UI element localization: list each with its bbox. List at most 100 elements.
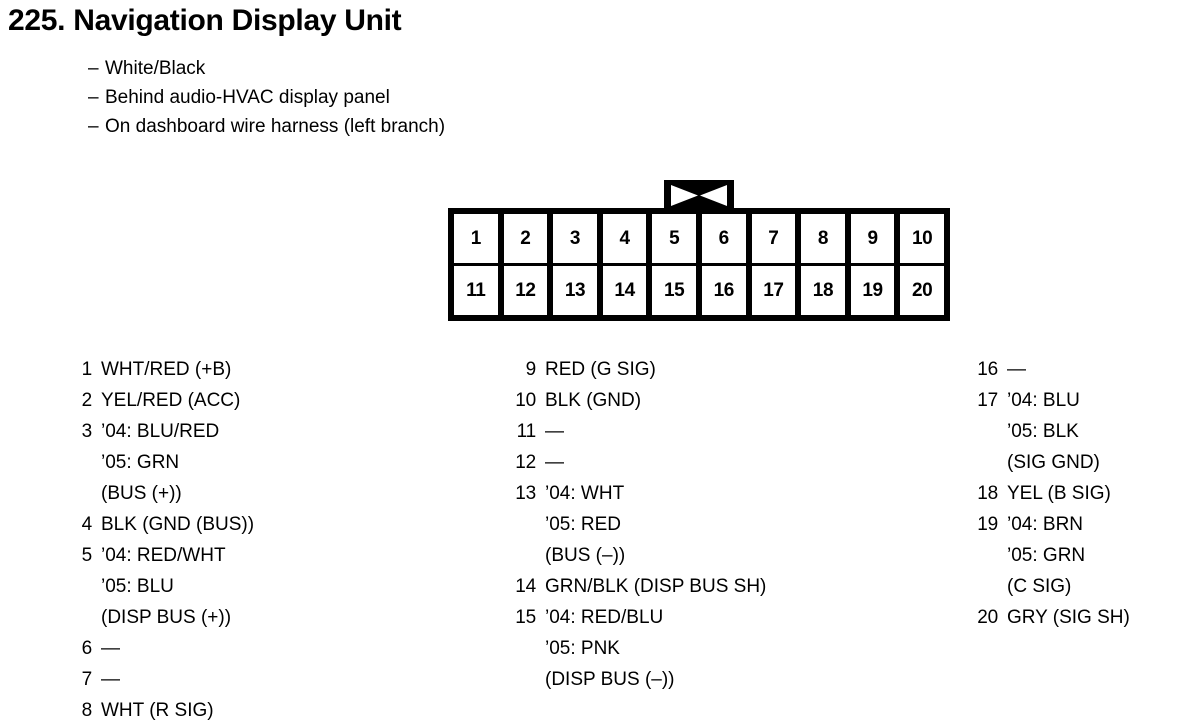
pin-description: ’05: BLU [101,576,174,597]
subtitle-text: On dashboard wire harness (left branch) [105,116,446,137]
connector-pin-2: 2 [503,214,548,263]
connector-pin-5: 5 [652,214,696,263]
pin-legend-entry-16: 16— [968,354,1130,385]
subtitle-item: –White/Black [88,54,445,83]
pin-description: ’04: BLU [1007,390,1080,411]
pin-description: — [1007,359,1026,380]
pin-legend-entry-5: 5 ’04: RED/WHT 5’05: BLU5(DISP BUS (+)) [62,540,254,633]
pin-legend-line: 10 BLK (GND) [506,385,766,416]
pin-legend-line: 5 ’04: RED/WHT [62,540,254,571]
connector-pin-19: 19 [850,266,895,315]
pin-description: — [545,452,564,473]
pin-description: (BUS (–)) [545,545,626,566]
pin-legend-entry-12: 12 — [506,447,766,478]
pin-legend-line-continuation: 3(BUS (+)) [62,478,254,509]
pin-description: BLK (GND (BUS)) [101,514,255,535]
bullet-dash-icon: – [88,58,99,79]
connector-pin-15: 15 [652,266,696,315]
connector-pin-16: 16 [701,266,746,315]
pin-description: — [101,669,120,690]
pin-legend-entry-17: 17 ’04: BLU 17’05: BLK17(SIG GND) [968,385,1130,478]
pin-number: 20 [977,607,998,628]
pin-legend-entry-11: 11— [506,416,766,447]
pin-number: 3 [81,421,93,442]
pin-legend-line-continuation: 19(C SIG) [968,571,1130,602]
bullet-dash-icon: – [88,116,99,137]
subtitle-text: White/Black [105,58,206,79]
pin-description: ’05: GRN [101,452,180,473]
pin-number: 17 [977,390,998,411]
pin-legend-line-continuation: 3’05: GRN [62,447,254,478]
pin-legend-entry-13: 13 ’04: WHT 13’05: RED13(BUS (–)) [506,478,766,571]
pin-legend-entry-7: 7— [62,664,254,695]
connector-pin-18: 18 [801,266,845,315]
pin-description: YEL/RED (ACC) [101,390,241,411]
pin-number: 4 [81,514,93,535]
pin-number: 9 [525,359,537,380]
pin-legend-line: 12 — [506,447,766,478]
pin-legend-line-continuation: 17(SIG GND) [968,447,1130,478]
connector-pin-9: 9 [850,214,895,263]
pin-legend-line-continuation: 17’05: BLK [968,416,1130,447]
pin-legend-line: 18 YEL (B SIG) [968,478,1130,509]
pin-legend-entry-15: 15 ’04: RED/BLU 15’05: PNK15(DISP BUS (–)) [506,602,766,695]
pin-number: 15 [515,607,536,628]
pin-description: ’04: RED/BLU [545,607,664,628]
pin-legend-line: 15 ’04: RED/BLU [506,602,766,633]
connector-pin-20: 20 [900,266,944,315]
pin-number: 14 [515,576,536,597]
pin-legend-line-continuation: 13(BUS (–)) [506,540,766,571]
pin-legend-entry-4: 4 BLK (GND (BUS)) [62,509,254,540]
pin-legend-line-continuation: 15’05: PNK [506,633,766,664]
connector-pin-1: 1 [454,214,498,263]
connector-pin-6: 6 [701,214,746,263]
pin-description: YEL (B SIG) [1007,483,1111,504]
pin-description: RED (G SIG) [545,359,656,380]
pin-description: (BUS (+)) [101,483,182,504]
connector-pin-3: 3 [553,214,597,263]
pin-legend-line: 2 YEL/RED (ACC) [62,385,254,416]
pin-legend-line: 4 BLK (GND (BUS)) [62,509,254,540]
bowtie-latch-icon [671,185,727,206]
pin-description: (SIG GND) [1007,452,1100,473]
pin-description: ’05: GRN [1007,545,1086,566]
pin-legend-line-continuation: 15(DISP BUS (–)) [506,664,766,695]
connector-pin-8: 8 [801,214,845,263]
pin-legend-line: 20 GRY (SIG SH) [968,602,1130,633]
pin-number: 2 [81,390,93,411]
pin-legend-entry-10: 10 BLK (GND) [506,385,766,416]
pin-legend-entry-2: 2 YEL/RED (ACC) [62,385,254,416]
pin-number: 18 [977,483,998,504]
pin-description: ’04: BLU/RED [101,421,220,442]
pin-legend-entry-3: 3 ’04: BLU/RED 3’05: GRN3(BUS (+)) [62,416,254,509]
subtitle-item: –On dashboard wire harness (left branch) [88,112,445,141]
pin-description: ’05: BLK [1007,421,1079,442]
pin-legend-line-continuation: 5’05: BLU [62,571,254,602]
pin-legend-line-continuation: 5(DISP BUS (+)) [62,602,254,633]
pin-number: 5 [81,545,93,566]
pin-number: 13 [515,483,536,504]
pin-legend-line: 9 RED (G SIG) [506,354,766,385]
pin-description: ’04: RED/WHT [101,545,226,566]
pin-number: 10 [515,390,536,411]
pin-description: GRY (SIG SH) [1007,607,1130,628]
pin-legend-line: 6— [62,633,254,664]
pin-description: ’04: WHT [545,483,625,504]
connector-pin-13: 13 [553,266,597,315]
subtitle-text: Behind audio-HVAC display panel [105,87,390,108]
pin-description: ’05: PNK [545,638,620,659]
pin-description: BLK (GND) [545,390,642,411]
pin-description: (C SIG) [1007,576,1072,597]
pin-description: ’04: BRN [1007,514,1084,535]
connector-pin-10: 10 [900,214,944,263]
pin-legend-line-continuation: 13’05: RED [506,509,766,540]
pin-number: 12 [515,452,536,473]
pin-description: — [545,421,564,442]
pin-number: 7 [81,669,93,690]
pin-legend-line: 11— [506,416,766,447]
